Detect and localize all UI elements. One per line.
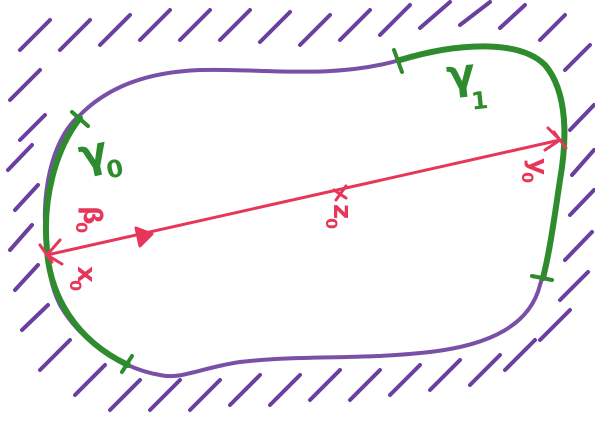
hatch-stroke [563,230,594,262]
hatch-stroke [558,270,590,302]
hatch-stroke [18,18,52,52]
gamma1-top-tick [392,48,404,74]
gamma1-arc [397,43,568,281]
hatch-stroke [13,183,40,212]
x0-endpoint-mark [38,238,64,266]
gamma1-label: γ 1 [444,48,490,116]
hatch-stroke [503,338,537,372]
hatch-stroke [98,13,132,47]
hatch-stroke [108,378,142,412]
beta0-label: β 0 [72,206,107,233]
svg-text:β: β [77,206,107,225]
svg-text:0: 0 [66,280,85,291]
hatch-stroke [188,378,222,412]
hatch-stroke [538,13,567,42]
hatch-stroke [568,188,595,217]
hatch-stroke [458,0,492,27]
hatch-stroke [428,358,462,392]
direction-arrowhead [134,226,154,248]
svg-text:0: 0 [322,218,341,229]
hatch-stroke [570,148,595,177]
hatch-stroke [148,378,182,412]
hatch-stroke [563,43,592,72]
hatch-stroke [258,10,292,44]
hatch-stroke [8,223,34,252]
gamma0-bottom-tick [120,354,134,374]
svg-text:y: y [523,158,553,175]
hatch-stroke [73,363,107,397]
svg-text:1: 1 [470,86,490,116]
hatch-stroke [378,3,412,37]
gamma0-top-tick [70,110,90,128]
hatch-stroke [498,3,527,30]
segment-x0-y0 [45,138,562,257]
hatch-stroke [468,353,502,387]
hatch-stroke [308,368,342,402]
hatch-stroke [298,13,332,47]
hatch-stroke [348,368,382,402]
hatch-stroke [388,363,422,397]
exterior-hatching [6,0,595,412]
hatch-stroke [218,8,252,42]
svg-text:0: 0 [104,154,126,185]
svg-text:0: 0 [518,172,537,183]
hatch-stroke [8,68,42,102]
svg-text:γ: γ [444,48,478,100]
svg-text:z: z [327,204,357,219]
z0-mark [332,184,348,202]
hatch-stroke [20,303,50,332]
hatch-stroke [228,373,262,407]
hatch-stroke [38,338,72,372]
hatch-stroke [268,373,302,407]
y0-label: y 0 [518,158,553,183]
x0-label: x 0 [66,266,101,291]
hatch-stroke [338,8,372,42]
hatch-stroke [568,103,595,132]
hatch-stroke [138,8,172,42]
svg-text:0: 0 [72,222,91,233]
hatch-stroke [418,0,452,30]
hatch-stroke [18,113,47,142]
svg-text:x: x [71,266,101,283]
hatch-stroke [538,308,572,342]
hatch-stroke [178,8,212,42]
gamma1-bottom-tick [530,274,554,282]
gamma0-arc [42,115,131,368]
y0-endpoint-mark [543,126,568,152]
hatch-stroke [13,263,40,292]
z0-label: z 0 [322,204,357,229]
hatch-stroke [58,18,92,52]
hatch-stroke [6,143,34,172]
